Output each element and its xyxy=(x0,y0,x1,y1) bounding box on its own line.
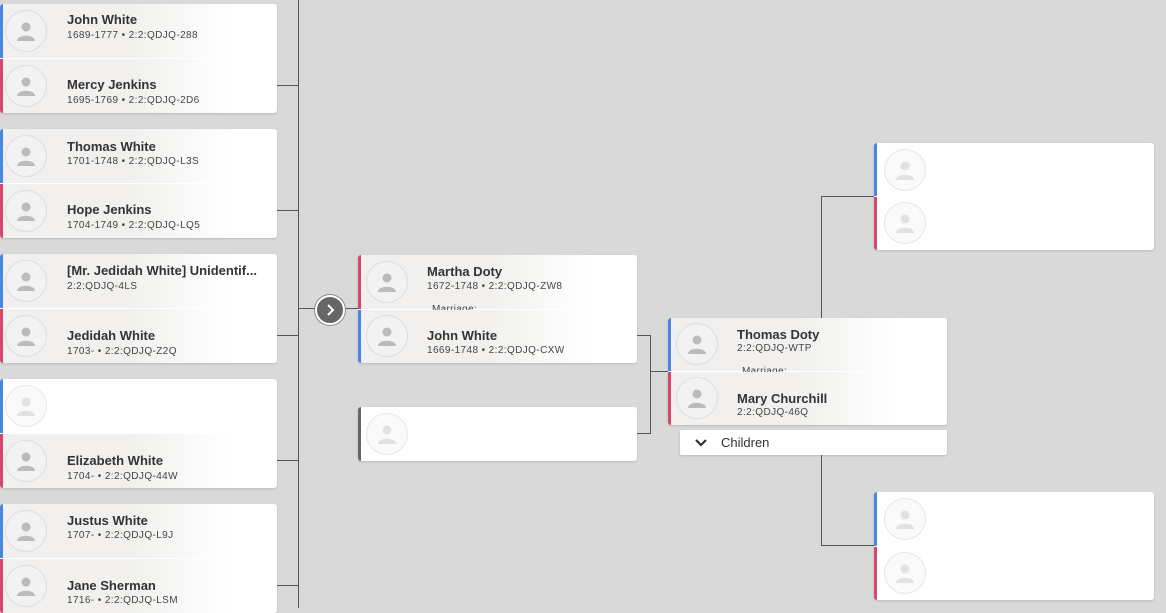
connector-line xyxy=(821,455,822,546)
person-row-father[interactable]: Thomas White 1701-1748 • 2:2:QDJQ-L3S xyxy=(0,129,277,183)
couple-card[interactable]: John White 1689-1777 • 2:2:QDJQ-288 Merc… xyxy=(0,4,277,113)
person-silhouette-icon xyxy=(5,10,47,52)
connector-line xyxy=(650,335,651,434)
person-name[interactable]: Mary Churchill xyxy=(737,391,828,406)
person-name[interactable]: Thomas White xyxy=(67,139,156,154)
person-row-mother[interactable]: Hope Jenkins 1704-1749 • 2:2:QDJQ-LQ5 xyxy=(0,184,277,238)
connector-line xyxy=(821,545,876,546)
person-name[interactable]: Elizabeth White xyxy=(67,453,164,468)
person-meta: 1704- • 2:2:QDJQ-44W xyxy=(67,471,178,482)
chevron-down-icon xyxy=(695,439,707,447)
person-row-mother-empty[interactable] xyxy=(874,547,1154,600)
person-silhouette-icon xyxy=(5,65,47,107)
person-name[interactable]: Thomas Doty xyxy=(737,327,820,342)
person-meta: 1695-1769 • 2:2:QDJQ-2D6 xyxy=(67,95,200,106)
person-row-mother[interactable]: Mercy Jenkins 1695-1769 • 2:2:QDJQ-2D6 xyxy=(0,59,277,113)
couple-card-middle[interactable]: Martha Doty 1672-1748 • 2:2:QDJQ-ZW8 Mar… xyxy=(358,255,637,363)
connector-line xyxy=(277,335,298,336)
couple-card[interactable]: [Mr. Jedidah White] Unidentif... 2:2:QDJ… xyxy=(0,254,277,363)
marriage-label: Marriage: xyxy=(432,304,477,315)
person-meta: 1704-1749 • 2:2:QDJQ-LQ5 xyxy=(67,220,201,231)
connector-line xyxy=(277,585,298,586)
person-silhouette-icon xyxy=(366,315,408,357)
person-silhouette-icon xyxy=(884,149,926,191)
person-row-father-empty[interactable] xyxy=(874,492,1154,546)
person-row-husband[interactable]: John White 1669-1748 • 2:2:QDJQ-CXW xyxy=(358,310,637,363)
person-name[interactable]: Jane Sherman xyxy=(67,578,156,593)
children-toggle-button[interactable]: Children xyxy=(680,430,947,455)
person-meta: 1716- • 2:2:QDJQ-LSM xyxy=(67,595,178,606)
empty-parents-card[interactable] xyxy=(874,492,1154,600)
person-name[interactable]: Justus White xyxy=(67,513,148,528)
person-name[interactable]: Hope Jenkins xyxy=(67,202,152,217)
person-row-father-empty[interactable] xyxy=(874,143,1154,196)
connector-line xyxy=(650,371,670,372)
chevron-right-icon xyxy=(327,304,335,316)
couple-card[interactable]: Justus White 1707- • 2:2:QDJQ-L9J Jane S… xyxy=(0,504,277,613)
connector-line xyxy=(277,85,298,86)
person-row-father-empty[interactable] xyxy=(0,379,277,433)
person-silhouette-icon xyxy=(676,377,718,419)
person-row-mother[interactable]: Elizabeth White 1704- • 2:2:QDJQ-44W xyxy=(0,434,277,488)
person-silhouette-icon xyxy=(5,440,47,482)
person-row-husband[interactable]: Thomas Doty 2:2:QDJQ-WTP xyxy=(668,318,947,371)
empty-parents-card[interactable] xyxy=(874,143,1154,250)
person-meta: 1669-1748 • 2:2:QDJQ-CXW xyxy=(427,345,565,356)
person-row-mother-empty[interactable] xyxy=(874,197,1154,250)
connector-line xyxy=(637,335,650,336)
person-meta: 2:2:QDJQ-46Q xyxy=(737,407,809,418)
person-silhouette-icon xyxy=(884,202,926,244)
person-row-wife[interactable]: Martha Doty 1672-1748 • 2:2:QDJQ-ZW8 xyxy=(358,255,637,309)
person-name[interactable]: [Mr. Jedidah White] Unidentif... xyxy=(67,263,257,278)
person-silhouette-icon xyxy=(366,413,408,455)
connector-line xyxy=(277,460,298,461)
couple-card[interactable]: Thomas White 1701-1748 • 2:2:QDJQ-L3S Ho… xyxy=(0,129,277,238)
person-silhouette-icon xyxy=(884,552,926,594)
person-name[interactable]: Martha Doty xyxy=(427,264,503,279)
person-meta: 2:2:QDJQ-WTP xyxy=(737,343,812,354)
connector-line xyxy=(277,210,298,211)
person-silhouette-icon xyxy=(5,135,47,177)
empty-person-card[interactable] xyxy=(358,407,637,461)
person-row-father[interactable]: John White 1689-1777 • 2:2:QDJQ-288 xyxy=(0,4,277,58)
person-name[interactable]: Jedidah White xyxy=(67,328,156,343)
person-silhouette-icon xyxy=(5,260,47,302)
connector-line xyxy=(821,196,822,318)
person-meta: 1672-1748 • 2:2:QDJQ-ZW8 xyxy=(427,281,563,292)
person-silhouette-icon xyxy=(5,565,47,607)
person-meta: 2:2:QDJQ-4LS xyxy=(67,281,138,292)
connector-line xyxy=(821,196,876,197)
person-silhouette-icon xyxy=(5,510,47,552)
person-silhouette-icon xyxy=(5,315,47,357)
person-meta: 1689-1777 • 2:2:QDJQ-288 xyxy=(67,30,198,41)
person-silhouette-icon xyxy=(884,498,926,540)
person-meta: 1703- • 2:2:QDJQ-Z2Q xyxy=(67,346,177,357)
person-row-mother[interactable]: Jedidah White 1703- • 2:2:QDJQ-Z2Q xyxy=(0,309,277,363)
couple-card-focus[interactable]: Thomas Doty 2:2:QDJQ-WTP Marriage: Mary … xyxy=(668,318,947,425)
person-meta: 1701-1748 • 2:2:QDJQ-L3S xyxy=(67,156,200,167)
connector-line xyxy=(298,0,299,608)
person-meta: 1707- • 2:2:QDJQ-L9J xyxy=(67,530,174,541)
couple-card[interactable]: Elizabeth White 1704- • 2:2:QDJQ-44W xyxy=(0,379,277,488)
expand-children-button[interactable] xyxy=(315,295,345,325)
marriage-label: Marriage: xyxy=(742,366,787,377)
person-row-mother[interactable]: Jane Sherman 1716- • 2:2:QDJQ-LSM xyxy=(0,559,277,613)
person-silhouette-icon xyxy=(676,323,718,365)
person-silhouette-icon xyxy=(5,385,47,427)
person-row-empty[interactable] xyxy=(358,407,637,461)
person-row-wife[interactable]: Mary Churchill 2:2:QDJQ-46Q xyxy=(668,372,947,425)
children-label: Children xyxy=(721,435,770,450)
person-name[interactable]: Mercy Jenkins xyxy=(67,77,157,92)
connector-line xyxy=(637,433,650,434)
person-silhouette-icon xyxy=(366,261,408,303)
person-name[interactable]: John White xyxy=(67,12,138,27)
person-silhouette-icon xyxy=(5,190,47,232)
person-name[interactable]: John White xyxy=(427,328,498,343)
person-row-father[interactable]: Justus White 1707- • 2:2:QDJQ-L9J xyxy=(0,504,277,558)
person-row-father[interactable]: [Mr. Jedidah White] Unidentif... 2:2:QDJ… xyxy=(0,254,277,308)
